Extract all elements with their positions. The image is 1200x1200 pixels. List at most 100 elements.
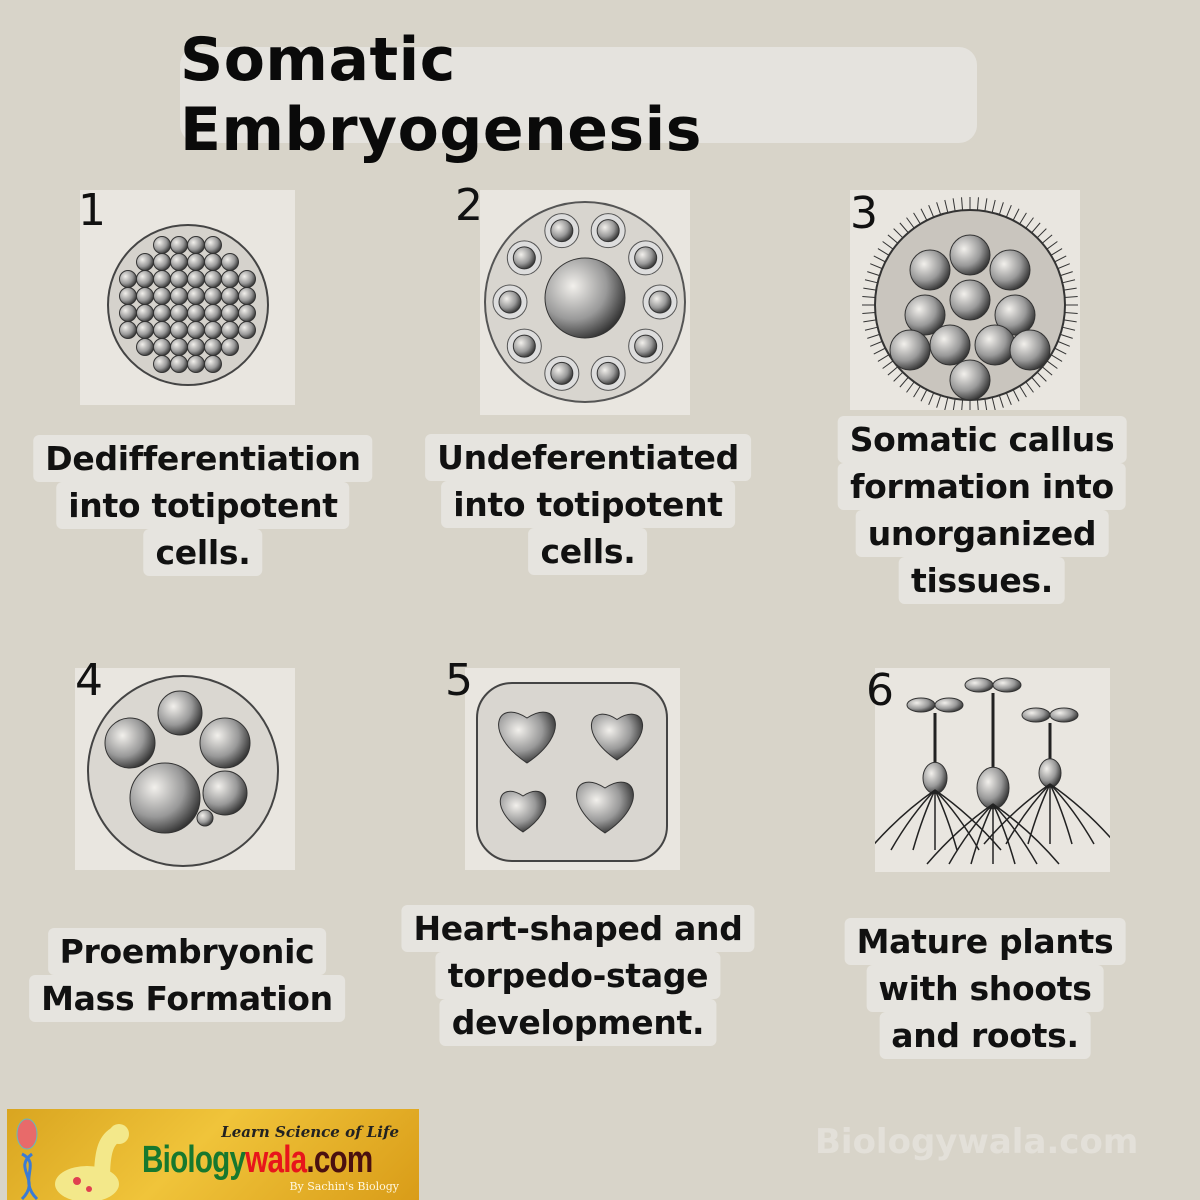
step-number-1: 1 (78, 185, 106, 236)
cell-sphere (648, 290, 672, 314)
cell-sphere (204, 355, 222, 373)
callus-hair (867, 271, 880, 277)
cell-sphere (136, 304, 154, 322)
cell-sphere (596, 219, 620, 243)
callus-hair (961, 399, 964, 410)
callus-hair (1036, 371, 1047, 382)
step-label-6: Mature plants with shoots and roots. (844, 918, 1126, 1059)
step-label-1: Dedifferentiation into totipotent cells. (33, 435, 373, 576)
cell-sphere (949, 279, 991, 321)
cell-sphere (550, 361, 574, 385)
callus-hair (873, 255, 886, 263)
cell-sphere (187, 304, 205, 322)
callus-hair (913, 385, 921, 398)
callus-hair (862, 296, 876, 299)
cell-sphere (238, 304, 256, 322)
logo-brand-com: .com (306, 1139, 373, 1181)
callus-hair (899, 376, 909, 388)
callus-hair (864, 279, 878, 284)
cell-sphere (187, 355, 205, 373)
cell-sphere (512, 334, 536, 358)
cell-sphere (204, 253, 222, 271)
cell-sphere (221, 287, 239, 305)
cell-sphere (136, 338, 154, 356)
label-line: torpedo-stage (435, 952, 721, 999)
root (948, 803, 994, 865)
step-label-2: Undeferentiated into totipotent cells. (425, 434, 751, 575)
callus-hair (1041, 366, 1053, 376)
biologywala-logo[interactable]: Learn Science of Life Biologywala.com By… (7, 1109, 419, 1200)
label-line: cells. (528, 528, 648, 575)
illustration-cell-cluster (80, 190, 295, 405)
cell-sphere (994, 294, 1036, 336)
callus-hair (882, 241, 894, 250)
label-line: tissues. (898, 557, 1066, 604)
callus-hair (1046, 360, 1058, 369)
cell-sphere (136, 287, 154, 305)
callus-hair (1063, 319, 1077, 323)
label-line: Heart-shaped and (401, 905, 755, 952)
cell-sphere (221, 338, 239, 356)
label-line: Undeferentiated (425, 434, 751, 481)
callus-hair (976, 197, 979, 211)
label-line: into totipotent (441, 481, 735, 528)
illustration-heart-stage-embryos (465, 668, 680, 870)
root (926, 803, 994, 865)
callus-hair (1060, 271, 1073, 277)
callus-hair (1054, 347, 1067, 355)
callus-hair (893, 228, 904, 239)
root (1049, 783, 1073, 845)
heart-embryo (590, 713, 644, 761)
cell-sphere (909, 249, 951, 291)
step-number-2: 2 (455, 180, 483, 231)
callus-hair (870, 340, 883, 347)
cell-sphere (153, 321, 171, 339)
callus-hair (887, 366, 899, 376)
callus-hair (1005, 392, 1012, 405)
label-line: Mature plants (844, 918, 1126, 965)
cell-sphere (170, 321, 188, 339)
cell-sphere (949, 359, 991, 401)
callus-hair (1031, 222, 1041, 234)
cell-sphere (170, 253, 188, 271)
cell-sphere (170, 355, 188, 373)
cell-sphere (153, 304, 171, 322)
callus-hair (1062, 326, 1076, 331)
callus-hair (944, 397, 949, 410)
cell-sphere (170, 270, 188, 288)
cell-sphere (634, 246, 658, 270)
heart-embryo (499, 790, 547, 833)
label-line: and roots. (879, 1012, 1091, 1059)
cell-sphere (196, 809, 214, 827)
root (934, 789, 958, 851)
callus-hair (870, 263, 883, 270)
callus-hair (936, 202, 942, 215)
callus-hair (976, 399, 979, 410)
leaf (1021, 707, 1051, 723)
illustration-mature-plants (875, 668, 1110, 872)
cell-sphere (153, 253, 171, 271)
cell-sphere (170, 304, 188, 322)
label-line: Proembryonic (47, 928, 327, 975)
label-line: with shoots (866, 965, 1104, 1012)
cell-sphere (204, 270, 222, 288)
callus-hair (920, 208, 928, 221)
cell-sphere (187, 338, 205, 356)
label-line: Somatic callus (837, 416, 1127, 463)
callus-hair (1036, 228, 1047, 239)
illustration-proembryonic-mass (75, 668, 295, 870)
cell-sphere (129, 762, 201, 834)
callus-hair (1063, 287, 1077, 291)
root (890, 789, 936, 851)
plant-bulb (976, 766, 1010, 810)
heart-embryo (498, 711, 556, 764)
callus-hair (1005, 205, 1012, 218)
step-label-3: Somatic callus formation into unorganize… (837, 416, 1127, 604)
cell-sphere (634, 334, 658, 358)
cell-sphere (550, 219, 574, 243)
callus-hair (1012, 208, 1020, 221)
plant-bulb (1038, 758, 1062, 788)
cell-sphere (187, 287, 205, 305)
cell-sphere (187, 236, 205, 254)
label-line: development. (439, 999, 717, 1046)
